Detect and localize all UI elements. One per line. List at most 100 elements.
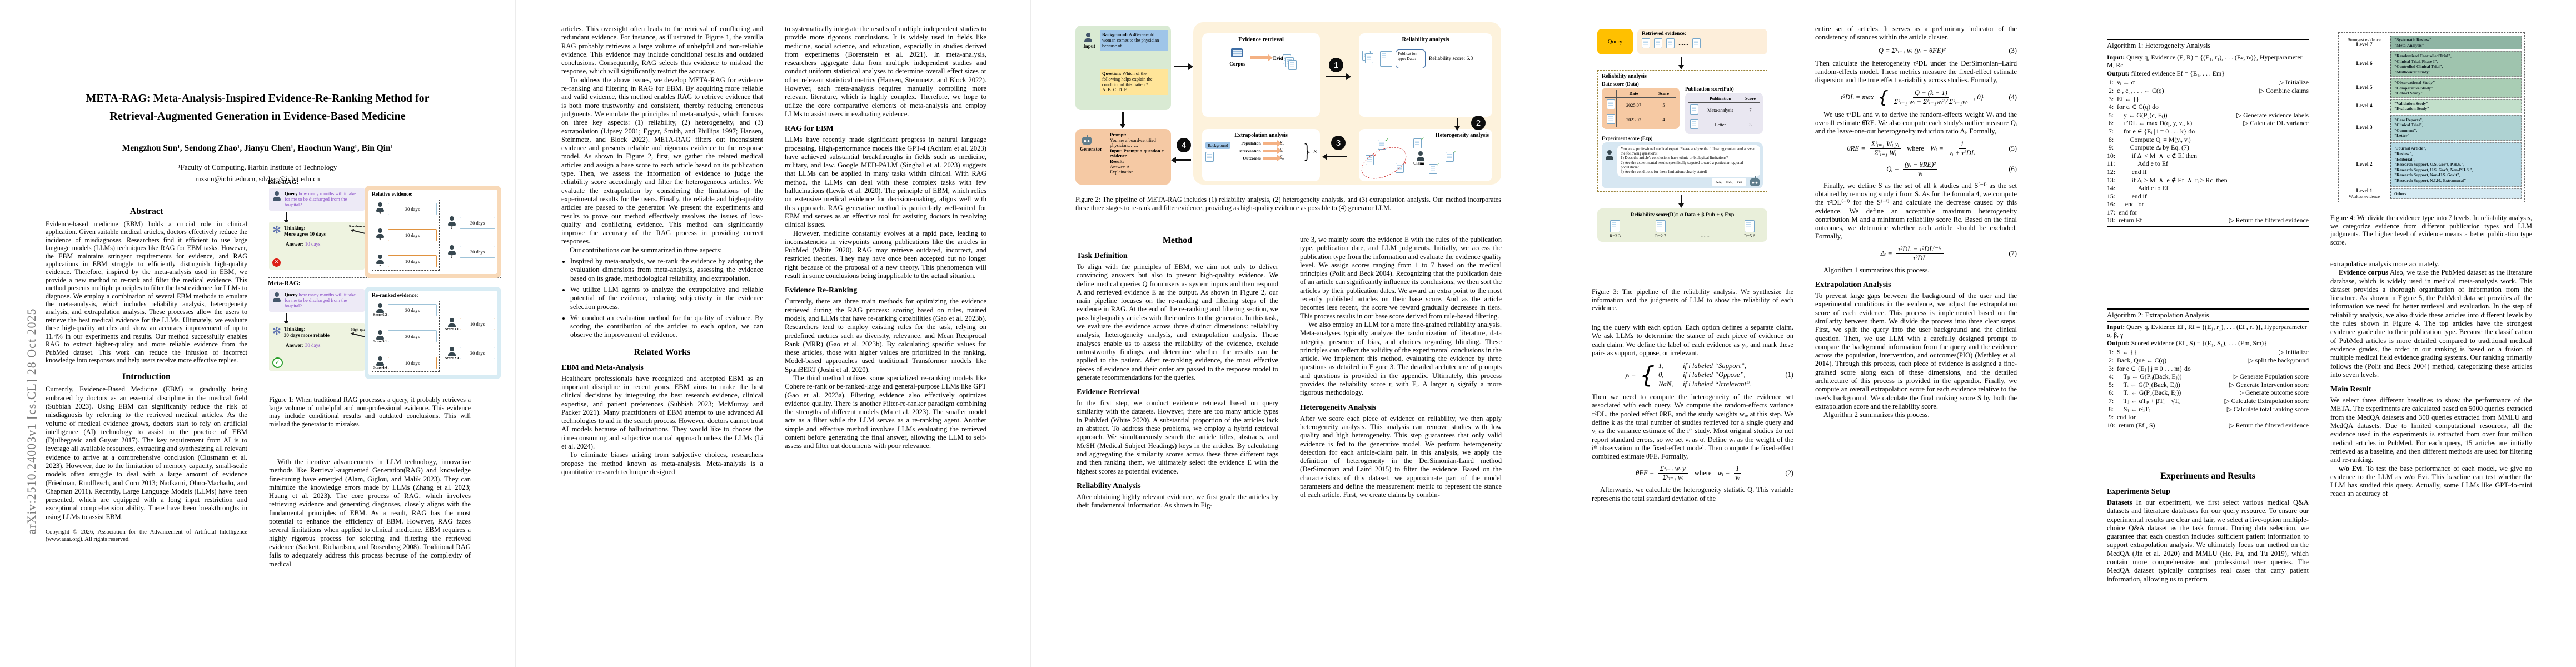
- contribution-item: We conduct an evaluation method for the …: [570, 314, 763, 340]
- paragraph: extrapolative analysis more accurately.: [2330, 260, 2439, 268]
- page3-right-column: ure 3, we mainly score the evidence E wi…: [1300, 236, 1502, 500]
- paragraph: Currently, there are three main methods …: [785, 297, 986, 374]
- equation-number: (4): [2009, 93, 2017, 102]
- algorithm-line: 10: if Δᵢ < M ∧ e ∉ Ef then: [2107, 151, 2197, 160]
- fig1-unselected-evidence: ?30 days ?30 days: [446, 208, 495, 266]
- paragraph: After we score each piece of evidence on…: [1300, 414, 1502, 499]
- orange-arrow-icon: [1263, 156, 1278, 160]
- doctor-icon: [375, 228, 385, 238]
- publication-col-header: Publication: [1700, 95, 1741, 103]
- paragraph: Then we need to compute the heterogeneit…: [1592, 393, 1793, 461]
- fig1-meta-query-card: Query how many months will it take for m…: [269, 289, 365, 312]
- level-1-box: Others: [2390, 188, 2522, 199]
- evidence-card: 30 days: [460, 217, 495, 229]
- document-icon: [1666, 38, 1675, 48]
- evidence-card: 30 days: [388, 203, 437, 215]
- related-works-heading: Related Works: [634, 347, 691, 357]
- equation-7: Δᵢ = τ²DL − τ²DL⁽⁻ⁱ⁾τ²DL (7): [1880, 245, 2017, 262]
- user-avatar-icon: [272, 292, 282, 302]
- fig1-meta-thinking-card: ✻ Thinking:30 days more reliable Answer:…: [269, 322, 365, 371]
- algorithm-line: ▷ Generate Population score 4: Tₚ ← G(P₀…: [2107, 372, 2309, 381]
- document-icon: [1606, 114, 1615, 124]
- paragraph: Healthcare professionals have recognized…: [561, 374, 763, 451]
- equation-1: yᵢ = { 1,if i labeled “Support”, 0,if i …: [1625, 361, 1793, 389]
- document-icon: ✓: [1413, 136, 1424, 148]
- step-2-circle: 2: [1471, 116, 1486, 130]
- evidence-retrieval-title: Evidence retrieval: [1238, 37, 1284, 43]
- reliability-analysis-heading: Reliability Analysis: [1077, 481, 1141, 490]
- strongest-evidence-label: Strongest evidence: [2348, 37, 2381, 43]
- fig2-question-box: Question: Which of the following helps e…: [1100, 69, 1168, 96]
- check-badge-icon: ✓: [1385, 137, 1389, 142]
- doctor-icon: [375, 330, 385, 340]
- figure-3: Query Retrieved evidence: …… Reliability…: [1597, 29, 1767, 280]
- equation-number: (6): [2009, 165, 2017, 173]
- fraction: τ²DL − τ²DL⁽⁻ⁱ⁾τ²DL: [1896, 245, 1944, 262]
- query-label: Query: [285, 191, 298, 196]
- page3-left-column: Method Task Definition To align with the…: [1077, 236, 1278, 510]
- fig2-input-card: Input Background: A 46-year-old woman co…: [1075, 26, 1171, 110]
- introduction-heading: Introduction: [122, 372, 171, 382]
- orange-arrow-icon: [1263, 142, 1278, 145]
- algorithm-2: Algorithm 2: Extrapolation Analysis Inpu…: [2107, 308, 2309, 432]
- experiment-score-box: You are a professional medical expert. P…: [1602, 142, 1763, 189]
- fig1-relative-evidence-panel: Relative evidence: ?30 days ?10 days ?10…: [365, 186, 501, 278]
- extrapolation-analysis-title: Extrapolation analysis: [1234, 132, 1288, 138]
- evidence-level-row: Level 3 "Case Reports", "Clinical Trial"…: [2341, 115, 2522, 141]
- evidence-card: 30 days: [388, 303, 437, 316]
- main-result-heading: Main Result: [2330, 385, 2371, 394]
- page1-left-column: Abstract Evidence-based medicine (EBM) h…: [46, 207, 247, 543]
- document-icon: [1610, 220, 1620, 233]
- extrapolation-analysis-heading: Extrapolation Analysis: [1815, 281, 1891, 290]
- claim-label: Claim: [1413, 161, 1424, 166]
- algorithm-line: 13: if Δᵢ ≥ M ∧ e ∉ Ef ∧ rᵢ > Rc then: [2107, 176, 2228, 184]
- algorithm-line: ▷ split the background 2: Back, Que ← C(…: [2107, 356, 2309, 364]
- arrow-down-icon: [1681, 195, 1682, 205]
- evidence-corpus-lead: Evidence corpus: [2339, 268, 2388, 277]
- algorithm-line: 9: Compute Δᵢ by Eq. (7): [2107, 143, 2189, 152]
- check-badge-icon: ✓: [1421, 136, 1424, 141]
- reliability-score-formula: Reliability score(R)= α Data + β Pub + γ…: [1630, 212, 1735, 218]
- page-1: arXiv:2510.24003v1 [cs.CL] 28 Oct 2025 M…: [0, 0, 515, 667]
- figure4-caption: Figure 4: We divide the evidence type in…: [2330, 214, 2532, 246]
- fig1-dashed-selection-box: ?30 days ?10 days ?10 days: [372, 200, 440, 271]
- doctor-icon: [375, 303, 385, 313]
- equation-number: (3): [2009, 46, 2017, 54]
- level-5-box: "Observational Study" "Comparative Study…: [2390, 78, 2522, 98]
- x-badge-icon: ✕: [1403, 161, 1407, 166]
- figure3-caption: Figure 3: The pipeline of the reliabilit…: [1592, 288, 1793, 312]
- authors-line: Mengzhou Sun¹, Sendong Zhao¹, Jianyu Che…: [122, 143, 393, 153]
- evidence-item: ?10 days: [375, 254, 437, 268]
- fraction: Q − (k − 1)Σᵏᵢ₌₁ wᵢ − Σᵏᵢ₌₁wᵢ² ⁄ Σᵏᵢ₌₁wᵢ: [1894, 89, 1969, 106]
- user-avatar-icon: [1083, 32, 1093, 42]
- fig2-input-label: Input: [1083, 43, 1095, 49]
- r-value: R=5.6: [1744, 233, 1755, 239]
- equation-number: (1): [1785, 371, 1793, 379]
- equation-4: τ²DL = max { Q − (k − 1)Σᵏᵢ₌₁ wᵢ − Σᵏᵢ₌₁…: [1840, 87, 2017, 107]
- document-icon: [1380, 51, 1392, 67]
- error-cross-icon: ✕: [272, 258, 281, 267]
- fig1-meta-rag-row: Meta-RAG: Query how many months will it …: [268, 280, 501, 379]
- fig2-generator-card: Generator Prompt: You are a board-certif…: [1075, 129, 1171, 185]
- paragraph: However, medicine constantly evolves at …: [785, 229, 986, 280]
- figure1-caption: Figure 1: When traditional RAG processes…: [269, 396, 471, 428]
- level-4-box: "Validation Study" "Evaluation Study": [2390, 99, 2522, 113]
- algorithm-line: 17: end for: [2107, 208, 2137, 216]
- fig3-retrieved-evidence-box: Retrieved evidence: ……: [1637, 29, 1767, 54]
- paragraph: To prevent large gaps between the backgr…: [1815, 292, 2017, 410]
- contribution-item: Inspired by meta-analysis, we re-rank th…: [570, 257, 763, 283]
- evidence-level-row: Level 4 "Validation Study" "Evaluation S…: [2341, 99, 2522, 113]
- figure-1: Base RAG: Query how many months will it …: [268, 179, 501, 389]
